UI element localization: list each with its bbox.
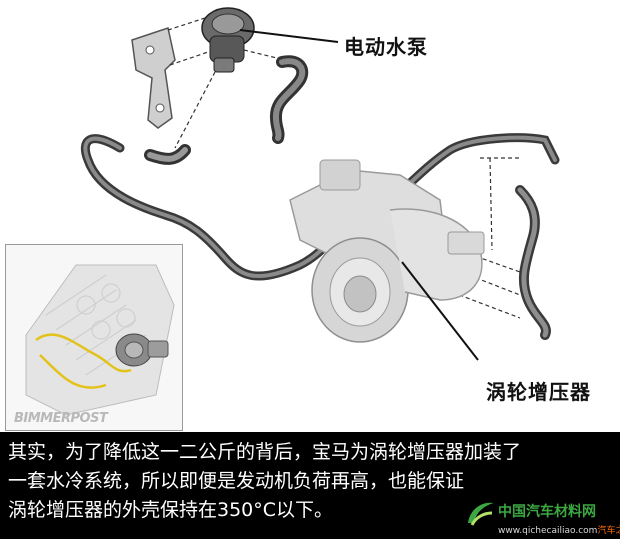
mounting-bracket <box>131 27 176 129</box>
watermark-suffix: 汽车之家 <box>597 526 620 536</box>
turbo-label: 涡轮增压器 <box>486 380 591 404</box>
watermark-url: www.qichecailiao.com汽车之家 <box>498 517 620 546</box>
inset-turbo <box>115 333 169 367</box>
engine-inset: BIMMERPOST <box>5 244 183 431</box>
pump-callout-line <box>239 29 339 43</box>
bimmerpost-logo: BIMMERPOST <box>14 411 108 426</box>
caption-line-3: 涡轮增压器的外壳保持在350°C以下。 <box>8 499 334 521</box>
turbo-callout-line <box>401 261 479 361</box>
watermark-logo-icon <box>468 502 494 526</box>
cooling-system-illustration <box>80 7 560 361</box>
watermark-name: 中国汽车材料网 <box>498 504 596 520</box>
caption-line-2: 一套水冷系统，所以即便是发动机负荷再高，也能保证 <box>8 470 465 492</box>
watermark-url-text: www.qichecailiao.com <box>498 526 598 536</box>
diagram-area: 电动水泵 涡轮增压器 BIMMERPOST <box>5 7 591 431</box>
electric-water-pump <box>201 7 255 73</box>
pump-label: 电动水泵 <box>344 35 428 59</box>
caption-block: 其实，为了降低这一二公斤的背后，宝马为涡轮增压器加装了 一套水冷系统，所以即便是… <box>0 432 620 539</box>
watermark: 中国汽车材料网 www.qichecailiao.com汽车之家 <box>464 495 620 536</box>
engine-block-illustration <box>25 264 175 416</box>
caption-line-1: 其实，为了降低这一二公斤的背后，宝马为涡轮增压器加装了 <box>8 441 522 463</box>
